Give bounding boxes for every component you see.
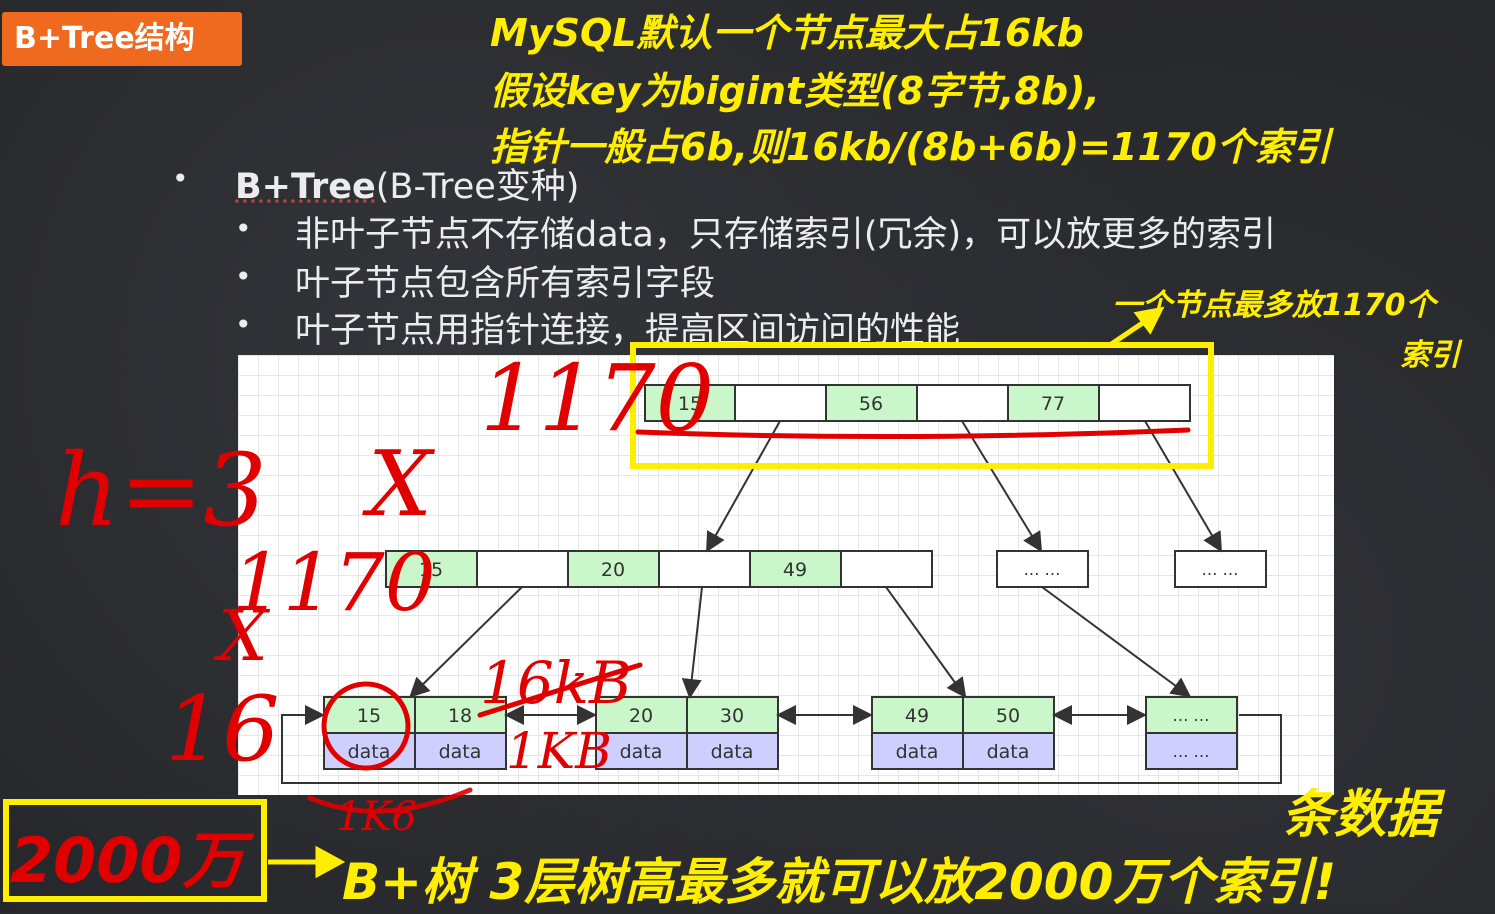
bullet-dot: •: [235, 308, 252, 341]
leaf-count-note: 16: [165, 677, 280, 782]
bullet-sub-2: 叶子节点包含所有索引字段: [295, 264, 716, 304]
section-title-badge: B+Tree结构: [2, 12, 242, 66]
bullet-dot: •: [172, 162, 189, 195]
tree-arrows: [281, 420, 1282, 784]
bullet-main-bold: B+Tree: [235, 167, 376, 207]
leaf-node: 49 50 data data: [871, 696, 1055, 770]
mid-count-note: 1170: [232, 536, 436, 629]
bullet-main: B+Tree(B-Tree变种): [235, 158, 579, 209]
row-size-note-small: 1K6: [336, 794, 417, 840]
leaf-key: 20: [629, 705, 653, 727]
leaf-node: 20 30 data data: [595, 696, 779, 770]
data-rows-note: 条数据: [1282, 785, 1439, 845]
node-size-note: 16kB: [480, 649, 632, 717]
multiply-note-2: X: [213, 595, 271, 677]
leaf-data: data: [987, 741, 1030, 763]
leaf-data: data: [620, 741, 663, 763]
ellipsis-label: … …: [1172, 706, 1209, 725]
ellipsis-label: … …: [1172, 742, 1209, 761]
side-note-line-2: 索引: [1400, 338, 1460, 373]
row-size-note: 1KB: [506, 722, 612, 780]
handwriting-text: h=3 1170 X 1170 X 16 16kB 1KB 1K6: [55, 345, 714, 840]
handwriting-marks: [307, 427, 1191, 814]
bullet-dot: •: [235, 212, 252, 245]
bottom-arrow: [268, 845, 346, 879]
leaf-data: data: [439, 741, 482, 763]
bullet-sub-1: 非叶子节点不存储data，只存储索引(冗余)，可以放更多的索引: [295, 215, 1277, 255]
leaf-key: 50: [996, 705, 1020, 727]
leaf-data: data: [711, 741, 754, 763]
note-line-2: 假设key为bigint类型(8字节,8b),: [490, 69, 1100, 113]
root-highlight-box: [630, 342, 1214, 469]
ellipsis-label: … …: [1201, 560, 1238, 579]
bullet-main-rest: (B-Tree变种): [375, 167, 580, 207]
leaf-key: 30: [720, 705, 744, 727]
root-node: 15 56 77: [644, 384, 1191, 422]
top-count-note: 1170: [480, 345, 714, 452]
total-highlight-box: [3, 799, 267, 902]
note-line-1: MySQL默认一个节点最大占16kb: [490, 11, 1084, 55]
pointer-arrow: [1108, 306, 1165, 348]
bullet-dot: •: [235, 260, 252, 293]
mid-key: 15: [419, 559, 443, 581]
mid-node: 15 20 49: [385, 550, 933, 588]
mid-key: 20: [601, 559, 625, 581]
conclusion-text: B+树 3层树高最多就可以放2000万个索引!: [342, 853, 1337, 911]
root-key: 77: [1041, 393, 1065, 415]
leaf-key: 15: [357, 705, 381, 727]
leaf-node: 15 18 data data: [323, 696, 507, 770]
leaf-data: data: [348, 741, 391, 763]
total-count: 2000万: [10, 824, 245, 897]
leaf-key: 18: [448, 705, 472, 727]
mid-key: 49: [783, 559, 807, 581]
leaf-node-ellipsis: … … … …: [1145, 696, 1238, 770]
leaf-data: data: [896, 741, 939, 763]
multiply-note: X: [362, 432, 436, 537]
height-note: h=3: [55, 432, 267, 549]
ellipsis-nodes: … … … …: [996, 550, 1267, 588]
leaf-key: 49: [905, 705, 929, 727]
root-key: 56: [859, 393, 883, 415]
note-line-3: 指针一般占6b,则16kb/(8b+6b)=1170个索引: [490, 125, 1331, 169]
side-note-line-1: 一个节点最多放1170个: [1112, 288, 1436, 323]
root-key: 15: [678, 393, 702, 415]
ellipsis-label: … …: [1023, 560, 1060, 579]
